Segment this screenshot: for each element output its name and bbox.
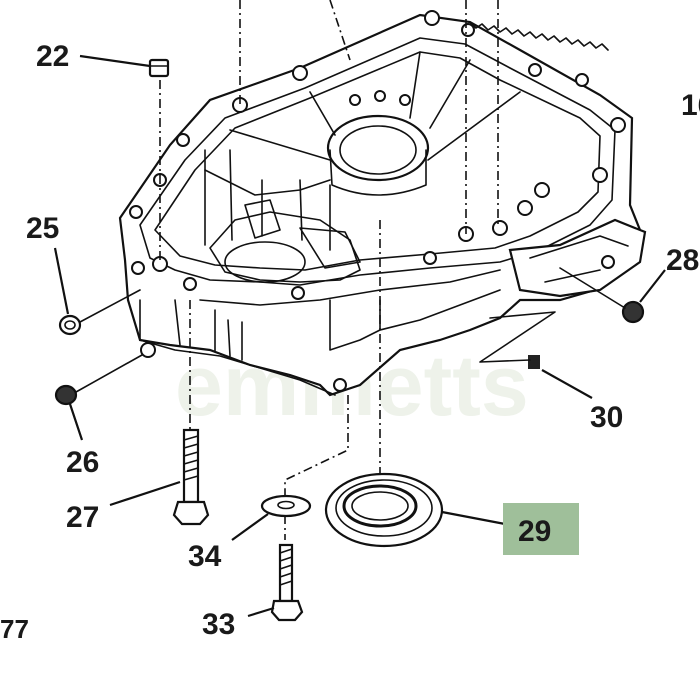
callout-34[interactable]: 34 <box>188 540 222 573</box>
callout-33[interactable]: 33 <box>202 608 235 641</box>
callout-29-highlight <box>503 503 579 555</box>
axis-28 <box>559 267 626 309</box>
part-25-nut <box>58 314 82 336</box>
leader-29 <box>441 510 506 526</box>
part-30-dowel <box>528 355 540 369</box>
crankcase-housing <box>118 10 647 397</box>
leader-26 <box>68 403 84 441</box>
part-22-plug <box>148 58 170 78</box>
leader-30 <box>541 369 593 399</box>
axis-25 <box>79 289 141 323</box>
axis-26 <box>75 354 143 393</box>
leader-25 <box>53 247 70 315</box>
part-34-washer <box>260 494 312 518</box>
callout-25[interactable]: 25 <box>26 212 59 245</box>
leader-33 <box>247 606 275 618</box>
part-29-oil-seal <box>324 472 444 548</box>
callout-16[interactable]: 16 <box>681 89 700 122</box>
part-28-nut <box>621 300 645 324</box>
leader-34 <box>231 513 269 541</box>
callout-29[interactable]: 29 <box>518 515 551 548</box>
leader-28 <box>639 269 666 303</box>
break-line <box>479 311 556 363</box>
part-33-bolt <box>270 543 304 622</box>
part-27-bolt <box>172 428 210 526</box>
assembly-centerlines <box>159 0 499 540</box>
leader-22 <box>79 54 151 68</box>
leader-27 <box>109 480 181 507</box>
callout-28[interactable]: 28 <box>666 244 699 277</box>
callout-30[interactable]: 30 <box>590 401 623 434</box>
callout-22[interactable]: 22 <box>36 40 69 73</box>
part-26-nut <box>54 384 78 406</box>
callout-77: 77 <box>0 614 29 644</box>
callout-26[interactable]: 26 <box>66 446 99 479</box>
callout-27[interactable]: 27 <box>66 501 99 534</box>
